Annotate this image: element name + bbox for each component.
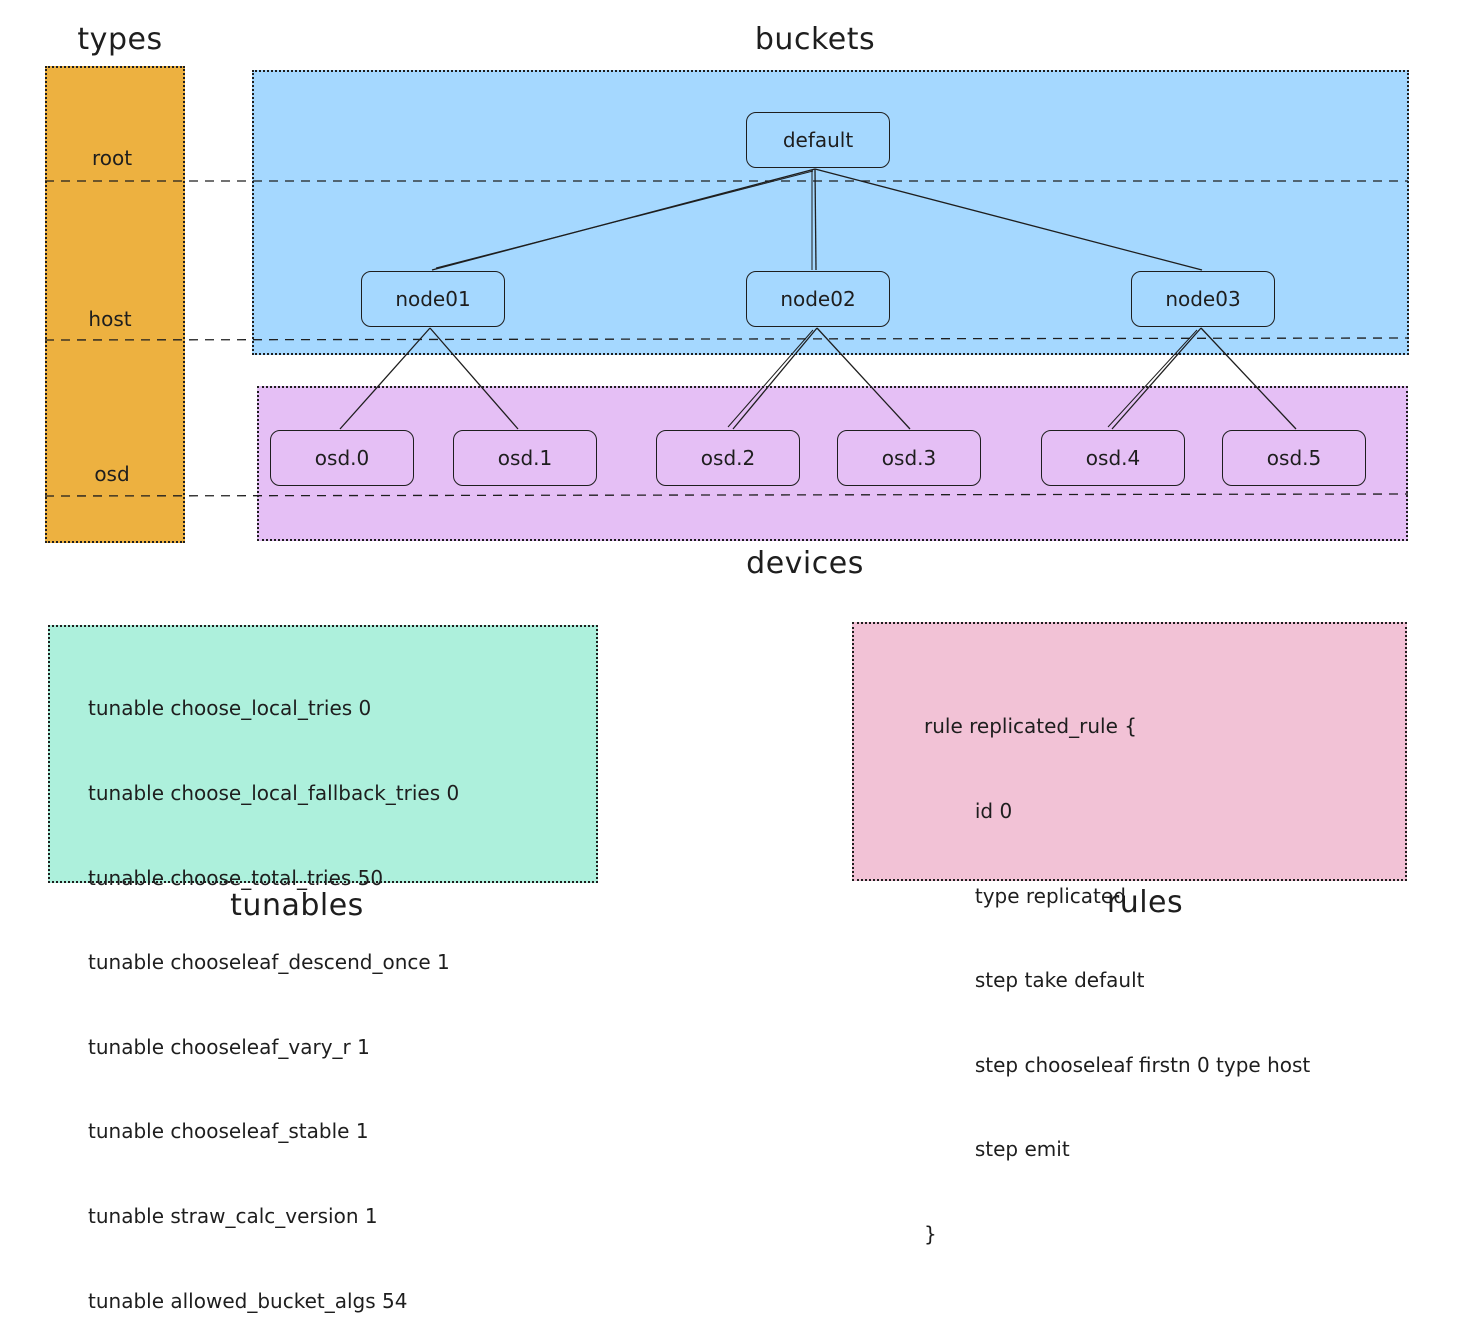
rule-line: } (924, 1222, 937, 1247)
rule-line: rule replicated_rule { (924, 714, 1137, 739)
bucket-node-node02[interactable]: node02 (746, 271, 890, 327)
devices-title: devices (746, 546, 864, 581)
buckets-title: buckets (754, 22, 876, 57)
osd-level-guide (44, 493, 1409, 497)
edge-node03-osd4-b (1107, 329, 1198, 428)
rule-line: step emit (924, 1137, 1070, 1162)
type-root-label: root (91, 146, 133, 170)
types-panel (45, 66, 185, 543)
type-osd-label: osd (94, 462, 130, 486)
rule-line: step chooseleaf firstn 0 type host (924, 1052, 1311, 1077)
type-host-label: host (88, 307, 132, 331)
edge-node01-osd1 (429, 327, 519, 430)
edge-node02-osd3 (816, 327, 911, 430)
device-node-osd2[interactable]: osd.2 (656, 430, 800, 486)
edge-node02-osd2-b (727, 329, 814, 428)
tunable-line: tunable straw_calc_version 1 (88, 1204, 378, 1229)
devices-panel (257, 386, 1408, 541)
tunables-panel (48, 625, 598, 883)
types-title: types (77, 22, 163, 57)
tunable-line: tunable chooseleaf_stable 1 (88, 1119, 369, 1144)
edge-default-node02 (814, 168, 817, 271)
edge-default-node03 (814, 168, 1203, 271)
tunable-line: tunable chooseleaf_vary_r 1 (88, 1034, 370, 1059)
device-node-osd5[interactable]: osd.5 (1222, 430, 1366, 486)
rules-list: rule replicated_rule { id 0 type replica… (924, 656, 1310, 1276)
edge-node03-osd4 (1111, 327, 1202, 430)
rule-line: type replicated (924, 883, 1126, 908)
tunable-line: tunable choose_total_tries 50 (88, 865, 384, 890)
tunables-title: tunables (230, 888, 364, 923)
edge-node03-osd5 (1200, 327, 1297, 430)
tunable-line: tunable chooseleaf_descend_once 1 (88, 950, 450, 975)
tunables-list: tunable choose_local_tries 0 tunable cho… (88, 638, 459, 1343)
host-level-guide (44, 337, 1409, 341)
device-node-osd4[interactable]: osd.4 (1041, 430, 1185, 486)
tunable-line: tunable choose_local_tries 0 (88, 696, 372, 721)
tunable-line: tunable allowed_bucket_algs 54 (88, 1288, 408, 1313)
edge-default-node01-b (435, 170, 814, 269)
rule-line: step take default (924, 968, 1145, 993)
device-node-osd3[interactable]: osd.3 (837, 430, 981, 486)
bucket-node-node01[interactable]: node01 (361, 271, 505, 327)
tunable-line: tunable choose_local_fallback_tries 0 (88, 781, 460, 806)
edge-node02-osd2 (732, 327, 818, 430)
bucket-node-node03[interactable]: node03 (1131, 271, 1275, 327)
device-node-osd1[interactable]: osd.1 (453, 430, 597, 486)
connector-lines (44, 168, 1409, 497)
bucket-node-default[interactable]: default (746, 112, 890, 168)
rules-title: rules (1106, 885, 1184, 920)
rule-line: id 0 (924, 799, 1013, 824)
device-node-osd0[interactable]: osd.0 (270, 430, 414, 486)
rules-panel (852, 622, 1407, 881)
edge-node01-osd0 (339, 327, 431, 430)
